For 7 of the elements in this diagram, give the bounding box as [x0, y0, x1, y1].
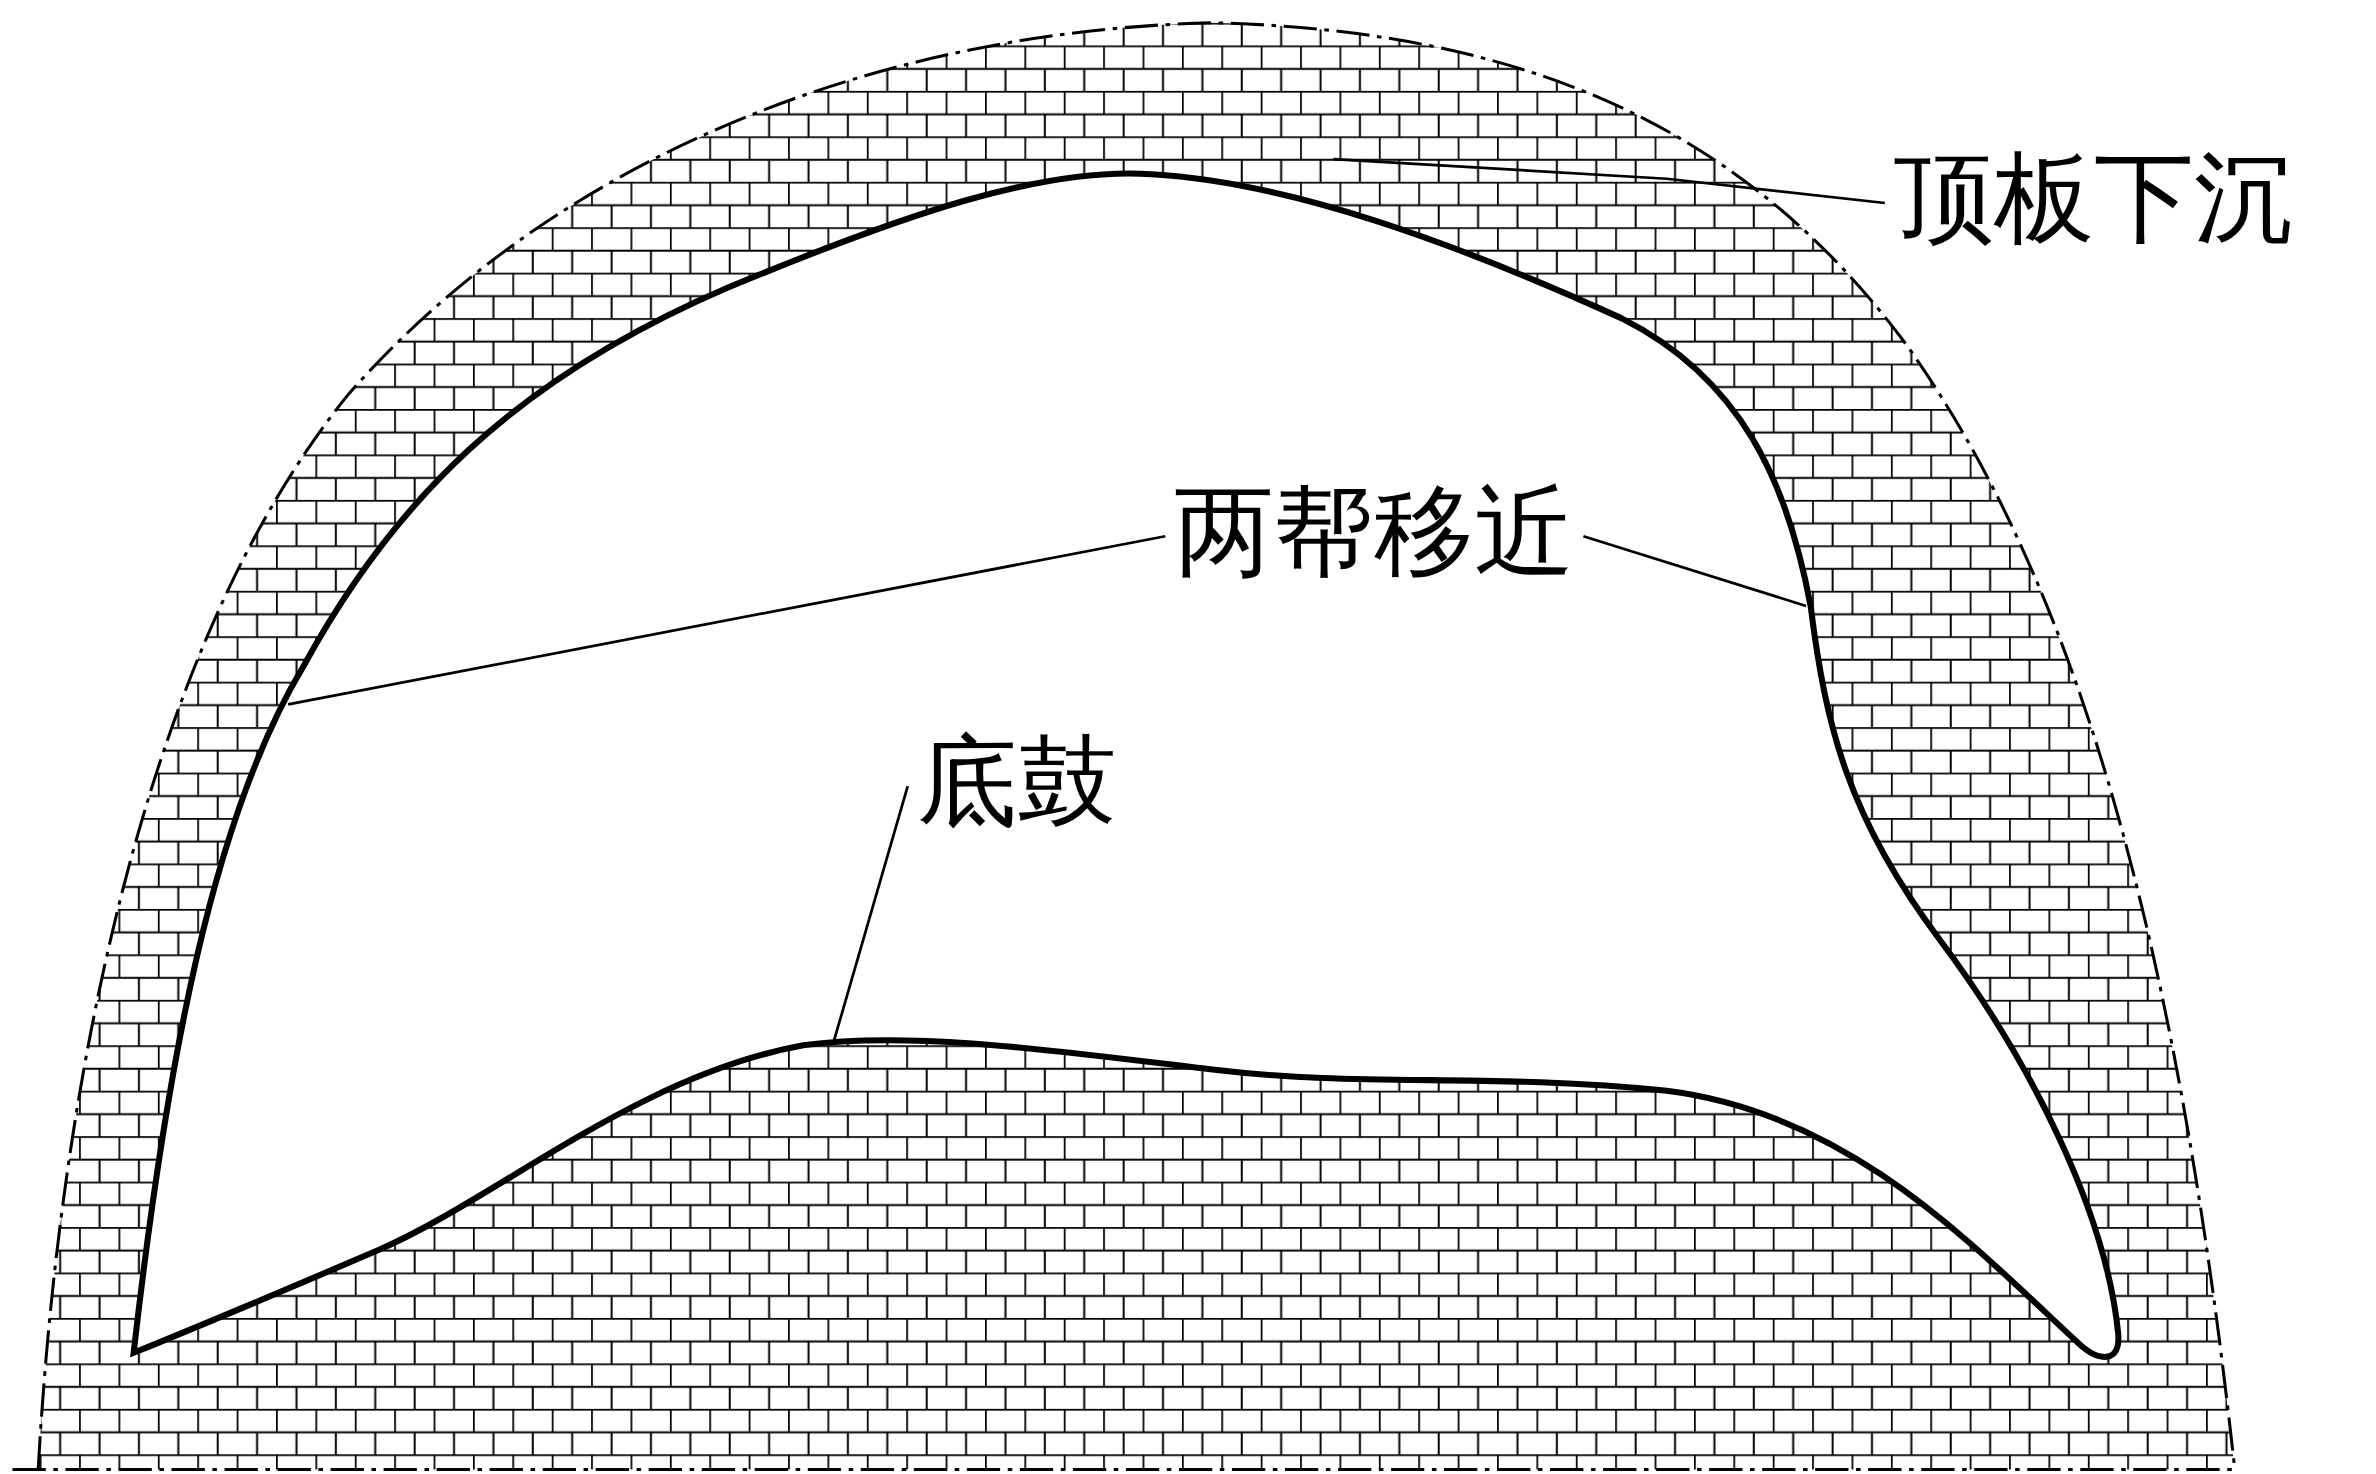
callout-label: 底鼓 [916, 731, 1117, 832]
callout-label: 两帮移近 [1174, 481, 1575, 582]
leader-line [1333, 157, 1885, 205]
callout-label: 顶板下沉 [1893, 148, 2294, 249]
leader-line [287, 534, 1166, 706]
leader-line [1583, 534, 1807, 608]
leader-line [832, 785, 910, 1043]
